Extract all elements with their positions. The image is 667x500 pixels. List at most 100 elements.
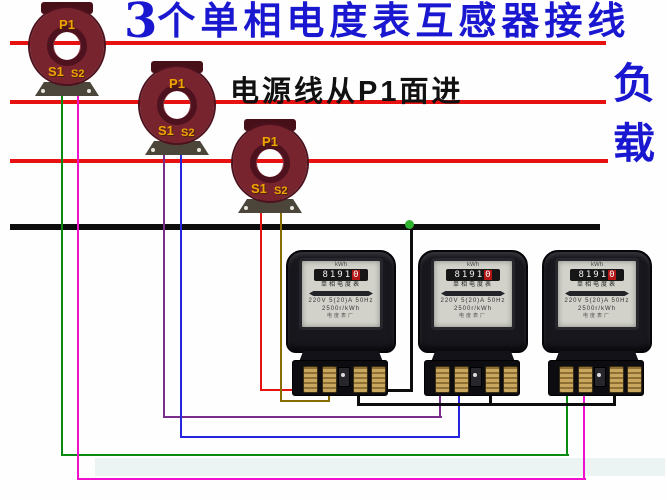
current-transformer-3: P1 S1 S2 bbox=[228, 119, 312, 225]
wire-ct1-s2-vertical bbox=[77, 90, 79, 480]
bracket-hole bbox=[197, 148, 201, 152]
meter-disc-slot bbox=[441, 291, 505, 296]
meter-register: 81910 bbox=[446, 269, 500, 281]
wire-neutral-drop bbox=[410, 228, 413, 392]
load-label-top: 负 bbox=[612, 60, 655, 107]
phase-line-2 bbox=[10, 100, 606, 104]
note-power-entry: 电源线从P1面进 bbox=[230, 76, 464, 108]
neutral-line bbox=[10, 224, 600, 230]
register-digits: 8191 bbox=[322, 270, 353, 280]
meter-unit-label: kWh bbox=[467, 262, 479, 268]
bracket-hole bbox=[41, 89, 45, 93]
bracket-hole bbox=[151, 148, 155, 152]
ct-inner-ring bbox=[157, 85, 197, 125]
register-last-digit: 0 bbox=[352, 270, 360, 280]
wire-ct3-s1-horizontal bbox=[260, 389, 309, 391]
current-transformer-1: P1 S1 S2 bbox=[25, 2, 109, 108]
wire-ct3-s1-vertical bbox=[260, 206, 262, 391]
ct-inner-ring bbox=[250, 143, 290, 183]
ct-label-s2: S2 bbox=[274, 185, 288, 197]
meter-type-label: 单相电度表 bbox=[576, 282, 617, 288]
title-number: 3 bbox=[124, 0, 158, 49]
ct-core-ring bbox=[233, 125, 307, 201]
wire-ct1-s1-horizontal bbox=[61, 454, 569, 456]
register-digits: 8191 bbox=[454, 270, 485, 280]
meter-unit-label: kWh bbox=[335, 262, 347, 268]
bracket-hole bbox=[290, 206, 294, 210]
wire-ct2-s2-riser bbox=[458, 383, 460, 438]
terminal-2 bbox=[578, 366, 593, 393]
wire-ct3-s2-horizontal bbox=[280, 400, 330, 402]
meter-maker: 电度表厂 bbox=[582, 313, 611, 319]
phase-line-3 bbox=[10, 159, 608, 163]
wire-ct2-s1-horizontal bbox=[163, 416, 442, 418]
wire-ct2-s1-riser bbox=[439, 383, 441, 418]
ct-mounting-bracket bbox=[145, 141, 209, 155]
wire-ct1-s2-riser bbox=[583, 383, 585, 480]
ct-label-s1: S1 bbox=[48, 64, 64, 79]
meter-spec-1: 220V 5(20)A 50Hz bbox=[564, 298, 630, 304]
ct-mounting-bracket bbox=[238, 199, 302, 213]
wire-neutral-drop-link bbox=[365, 389, 413, 392]
phase-line-1 bbox=[10, 41, 606, 45]
wire-ct2-s2-vertical bbox=[180, 150, 182, 438]
meter-face: kWh 81910 单相电度表 220V 5(20)A 50Hz 2500r/k… bbox=[299, 258, 383, 330]
ct-label-s2: S2 bbox=[181, 127, 195, 139]
terminal-1 bbox=[559, 366, 574, 393]
terminal-3 bbox=[609, 366, 624, 393]
meter-type-label: 单相电度表 bbox=[452, 282, 493, 288]
terminal-1 bbox=[435, 366, 450, 393]
energy-meter-3: kWh 81910 单相电度表 220V 5(20)A 50Hz 2500r/k… bbox=[542, 248, 652, 398]
register-last-digit: 0 bbox=[608, 270, 616, 280]
bracket-hole bbox=[244, 206, 248, 210]
meter-spec-1: 220V 5(20)A 50Hz bbox=[440, 298, 506, 304]
terminal-1 bbox=[303, 366, 318, 393]
meter-neck bbox=[299, 351, 383, 362]
wire-ct1-s1-riser bbox=[566, 383, 568, 456]
terminal-4 bbox=[627, 366, 642, 393]
meter-neck bbox=[431, 351, 515, 362]
meter-terminal-block bbox=[424, 360, 520, 396]
wire-ct1-s1-vertical bbox=[61, 90, 63, 456]
terminal-3 bbox=[485, 366, 500, 393]
ct-core-ring bbox=[30, 8, 104, 84]
meter-unit-label: kWh bbox=[591, 262, 603, 268]
register-digits: 8191 bbox=[578, 270, 609, 280]
terminal-4 bbox=[371, 366, 386, 393]
terminal-2 bbox=[454, 366, 469, 393]
ct-label-p1: P1 bbox=[262, 134, 278, 149]
ct-label-p1: P1 bbox=[59, 17, 75, 32]
meter-maker: 电度表厂 bbox=[326, 313, 355, 319]
terminal-center-tab bbox=[338, 367, 350, 387]
meter-disc-slot bbox=[309, 291, 373, 296]
meter-maker: 电度表厂 bbox=[458, 313, 487, 319]
ct-label-p1: P1 bbox=[169, 76, 185, 91]
wire-ct2-s1-vertical bbox=[163, 148, 165, 418]
meter-spec-2: 2500r/kWh bbox=[453, 306, 492, 312]
ct-mounting-bracket bbox=[35, 82, 99, 96]
meter-disc-slot bbox=[565, 291, 629, 296]
bracket-hole bbox=[87, 89, 91, 93]
meter-spec-1: 220V 5(20)A 50Hz bbox=[308, 298, 374, 304]
meter-terminal-block bbox=[292, 360, 388, 396]
load-label-bottom: 载 bbox=[612, 120, 655, 167]
meter-spec-2: 2500r/kWh bbox=[577, 306, 616, 312]
current-transformer-2: P1 S1 S2 bbox=[135, 61, 219, 167]
wire-meter-bus bbox=[357, 403, 616, 406]
ct-label-s2: S2 bbox=[71, 68, 85, 80]
ct-core-ring bbox=[140, 67, 214, 143]
terminal-3 bbox=[353, 366, 368, 393]
energy-meter-2: kWh 81910 单相电度表 220V 5(20)A 50Hz 2500r/k… bbox=[418, 248, 528, 398]
wire-ct3-s2-vertical bbox=[280, 208, 282, 402]
meter-terminal-block bbox=[548, 360, 644, 396]
ct-label-s1: S1 bbox=[251, 181, 267, 196]
terminal-center-tab bbox=[470, 367, 482, 387]
wire-ct2-s2-horizontal bbox=[180, 436, 460, 438]
title-text: 个单相电度表互感器接线 bbox=[157, 1, 631, 43]
register-last-digit: 0 bbox=[484, 270, 492, 280]
junction-dot bbox=[405, 220, 414, 229]
meter-neck bbox=[555, 351, 639, 362]
meter-spec-2: 2500r/kWh bbox=[321, 306, 360, 312]
